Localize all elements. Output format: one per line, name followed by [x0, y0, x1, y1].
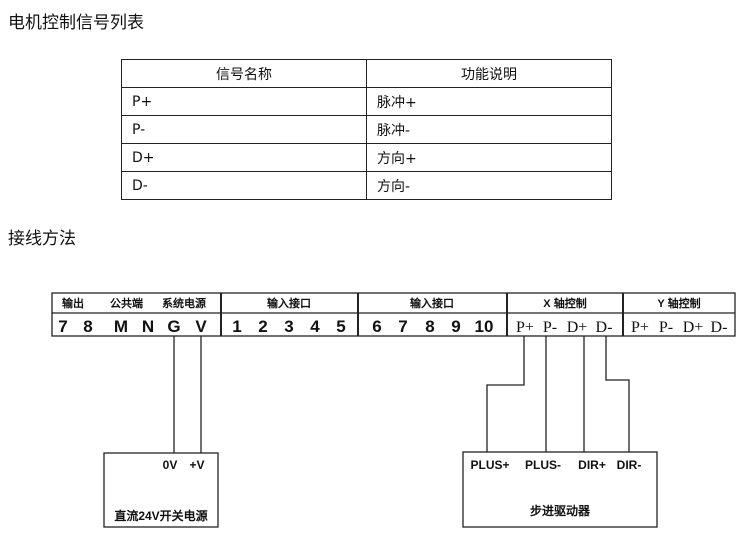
label-y-axis: Y 轴控制	[657, 296, 700, 310]
stepper-driver-label: 步进驱动器	[530, 503, 591, 518]
pin-0v: 0V	[163, 458, 178, 472]
terminal-strip	[51, 292, 736, 337]
table-row: P-脉冲-	[121, 115, 612, 144]
wire-d-minus	[605, 336, 630, 452]
terminal: 4	[310, 317, 320, 336]
terminal-y-p-plus: P+	[631, 319, 649, 336]
signal-table: 信号名称功能说明 P+脉冲+ P-脉冲- D+方向+ D-方向-	[121, 59, 612, 200]
pin-plus-minus: PLUS-	[525, 458, 561, 472]
terminal: 7	[58, 317, 67, 336]
terminal: N	[142, 317, 154, 336]
terminal: 8	[83, 317, 92, 336]
label-input-1: 输入接口	[267, 296, 311, 310]
header-signal-name: 信号名称	[121, 59, 367, 88]
label-common: 公共端	[110, 296, 143, 310]
terminal: 7	[398, 317, 407, 336]
pin-dir-minus: DIR-	[617, 458, 642, 472]
pin-plusv: +V	[189, 458, 204, 472]
header-function: 功能说明	[366, 59, 612, 88]
title-signal-list: 电机控制信号列表	[8, 13, 144, 33]
label-output: 输出	[62, 296, 84, 310]
label-input-2: 输入接口	[410, 296, 454, 310]
cell: P+	[121, 87, 367, 116]
terminal: 5	[336, 317, 345, 336]
terminal-x-p-minus: P-	[543, 319, 557, 336]
stepper-driver-box	[462, 451, 658, 528]
power-supply-box	[103, 452, 219, 528]
terminal: 8	[425, 317, 434, 336]
cell: D+	[121, 143, 367, 172]
power-supply-label: 直流24V开关电源	[114, 508, 207, 523]
cell: 脉冲+	[366, 87, 612, 116]
terminal-y-d-minus: D-	[711, 319, 728, 336]
terminal-y-d-plus: D+	[683, 319, 704, 336]
terminal-x-p-plus: P+	[516, 319, 534, 336]
title-wiring: 接线方法	[8, 229, 76, 249]
terminal: 1	[232, 317, 241, 336]
table-row: D-方向-	[121, 171, 612, 200]
label-x-axis: X 轴控制	[543, 296, 586, 310]
terminal: 9	[451, 317, 460, 336]
terminal: 2	[258, 317, 267, 336]
terminal: 3	[284, 317, 293, 336]
terminal: 6	[372, 317, 381, 336]
terminal-y-p-minus: P-	[659, 319, 673, 336]
cell: 方向-	[366, 171, 612, 200]
wire-p-plus	[486, 336, 525, 452]
pin-plus-plus: PLUS+	[470, 458, 509, 472]
table-row: P+脉冲+	[121, 87, 612, 116]
terminal-x-d-minus: D-	[596, 319, 613, 336]
pin-dir-plus: DIR+	[578, 458, 606, 472]
terminal: 10	[475, 317, 494, 336]
table-row: D+方向+	[121, 143, 612, 172]
terminal: M	[114, 317, 128, 336]
label-system-power: 系统电源	[162, 296, 206, 310]
terminal: G	[167, 317, 180, 336]
terminal: V	[195, 317, 207, 336]
cell: D-	[121, 171, 367, 200]
terminals: 7 8 M N G V 1 2 3 4 5 6 7 8 9 10	[58, 317, 493, 336]
terminal-x-d-plus: D+	[567, 319, 588, 336]
cell: 方向+	[366, 143, 612, 172]
